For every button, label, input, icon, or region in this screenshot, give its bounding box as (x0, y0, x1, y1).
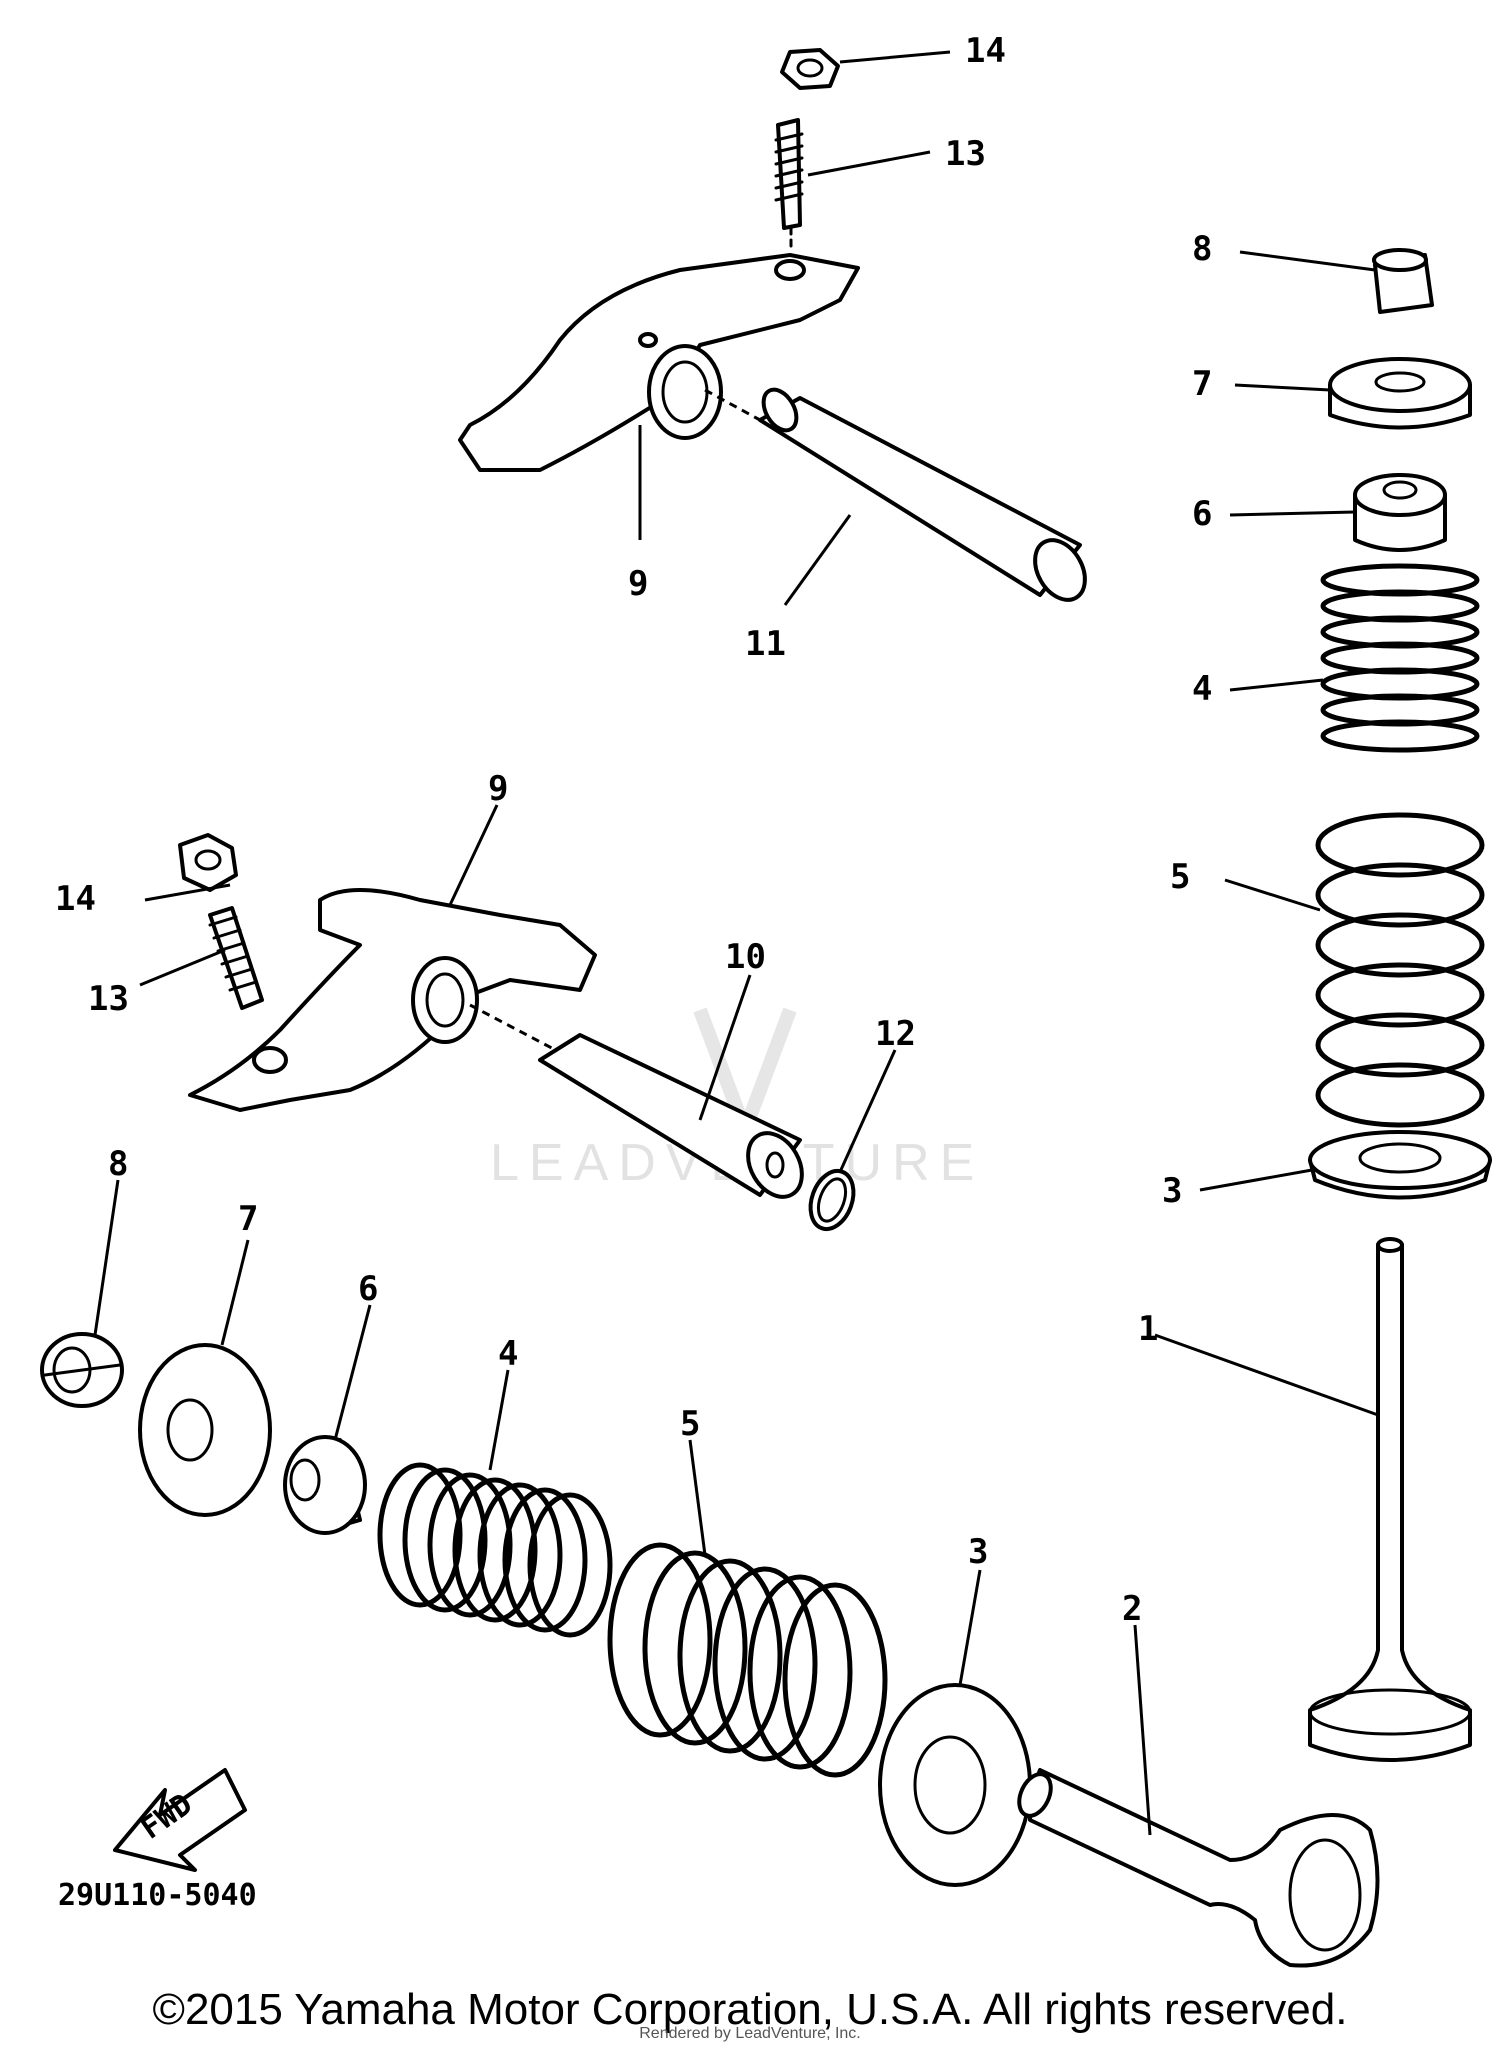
fwd-arrow: FWD (113, 1768, 247, 1872)
label-7-right: 7 (1192, 364, 1212, 404)
lower-outer-valve-spring (607, 1542, 888, 1778)
lower-inner-valve-spring (377, 1462, 613, 1638)
label-14-upper: 14 (965, 31, 1006, 71)
upper-locknut (780, 48, 840, 90)
lower-adjusting-screw (208, 906, 264, 1010)
leader-lines (93, 50, 1379, 1836)
part-labels: 14 13 8 7 6 4 5 3 1 9 11 9 14 13 10 12 8… (55, 31, 1212, 1629)
label-1: 1 (1138, 1309, 1158, 1349)
label-8-lower: 8 (108, 1144, 128, 1184)
label-14-lower: 14 (55, 879, 96, 919)
right-valve (1308, 1237, 1472, 1762)
right-inner-valve-spring (1320, 563, 1480, 753)
label-3-lower: 3 (968, 1532, 988, 1572)
label-10: 10 (725, 937, 766, 977)
label-12: 12 (875, 1014, 916, 1054)
right-valve-cotter (1372, 248, 1434, 314)
label-2: 2 (1122, 1589, 1142, 1629)
lower-spring-seat (878, 1683, 1032, 1887)
label-9-upper: 9 (628, 564, 648, 604)
diagram-code: 29U110-5040 (58, 1878, 257, 1913)
label-8-right: 8 (1192, 229, 1212, 269)
upper-rocker-arm (458, 253, 860, 472)
label-13-upper: 13 (945, 134, 986, 174)
upper-rocker-shaft (758, 387, 1087, 602)
label-6-right: 6 (1192, 494, 1212, 534)
label-9-lower: 9 (488, 769, 508, 809)
upper-adjusting-screw (774, 118, 804, 252)
right-valve-retainer (1328, 357, 1472, 430)
lower-valve-stem-seal (283, 1435, 367, 1535)
label-5-lower: 5 (680, 1404, 700, 1444)
rendered-by-note: Rendered by LeadVenture, Inc. (639, 2025, 861, 2042)
right-outer-valve-spring (1315, 812, 1485, 1128)
right-valve-stem-seal (1353, 473, 1447, 552)
right-spring-seat (1308, 1130, 1492, 1200)
lower-rocker-arm (188, 888, 597, 1112)
lower-valve-retainer (138, 1343, 272, 1517)
label-5-right: 5 (1170, 857, 1190, 897)
lower-rocker-shaft (538, 1033, 804, 1199)
lower-valve-cotter (40, 1332, 124, 1408)
lower-valve (1017, 1768, 1380, 1968)
copyright-notice: ©2015 Yamaha Motor Corporation, U.S.A. A… (152, 1985, 1348, 2034)
label-6-lower: 6 (358, 1269, 378, 1309)
label-11: 11 (745, 624, 786, 664)
lower-o-ring (808, 1168, 856, 1232)
lower-locknut (178, 833, 238, 892)
label-3-right: 3 (1162, 1171, 1182, 1211)
label-4-lower: 4 (498, 1334, 518, 1374)
label-7-lower: 7 (238, 1199, 258, 1239)
label-13-lower: 13 (88, 979, 129, 1019)
label-4-right: 4 (1192, 669, 1212, 709)
